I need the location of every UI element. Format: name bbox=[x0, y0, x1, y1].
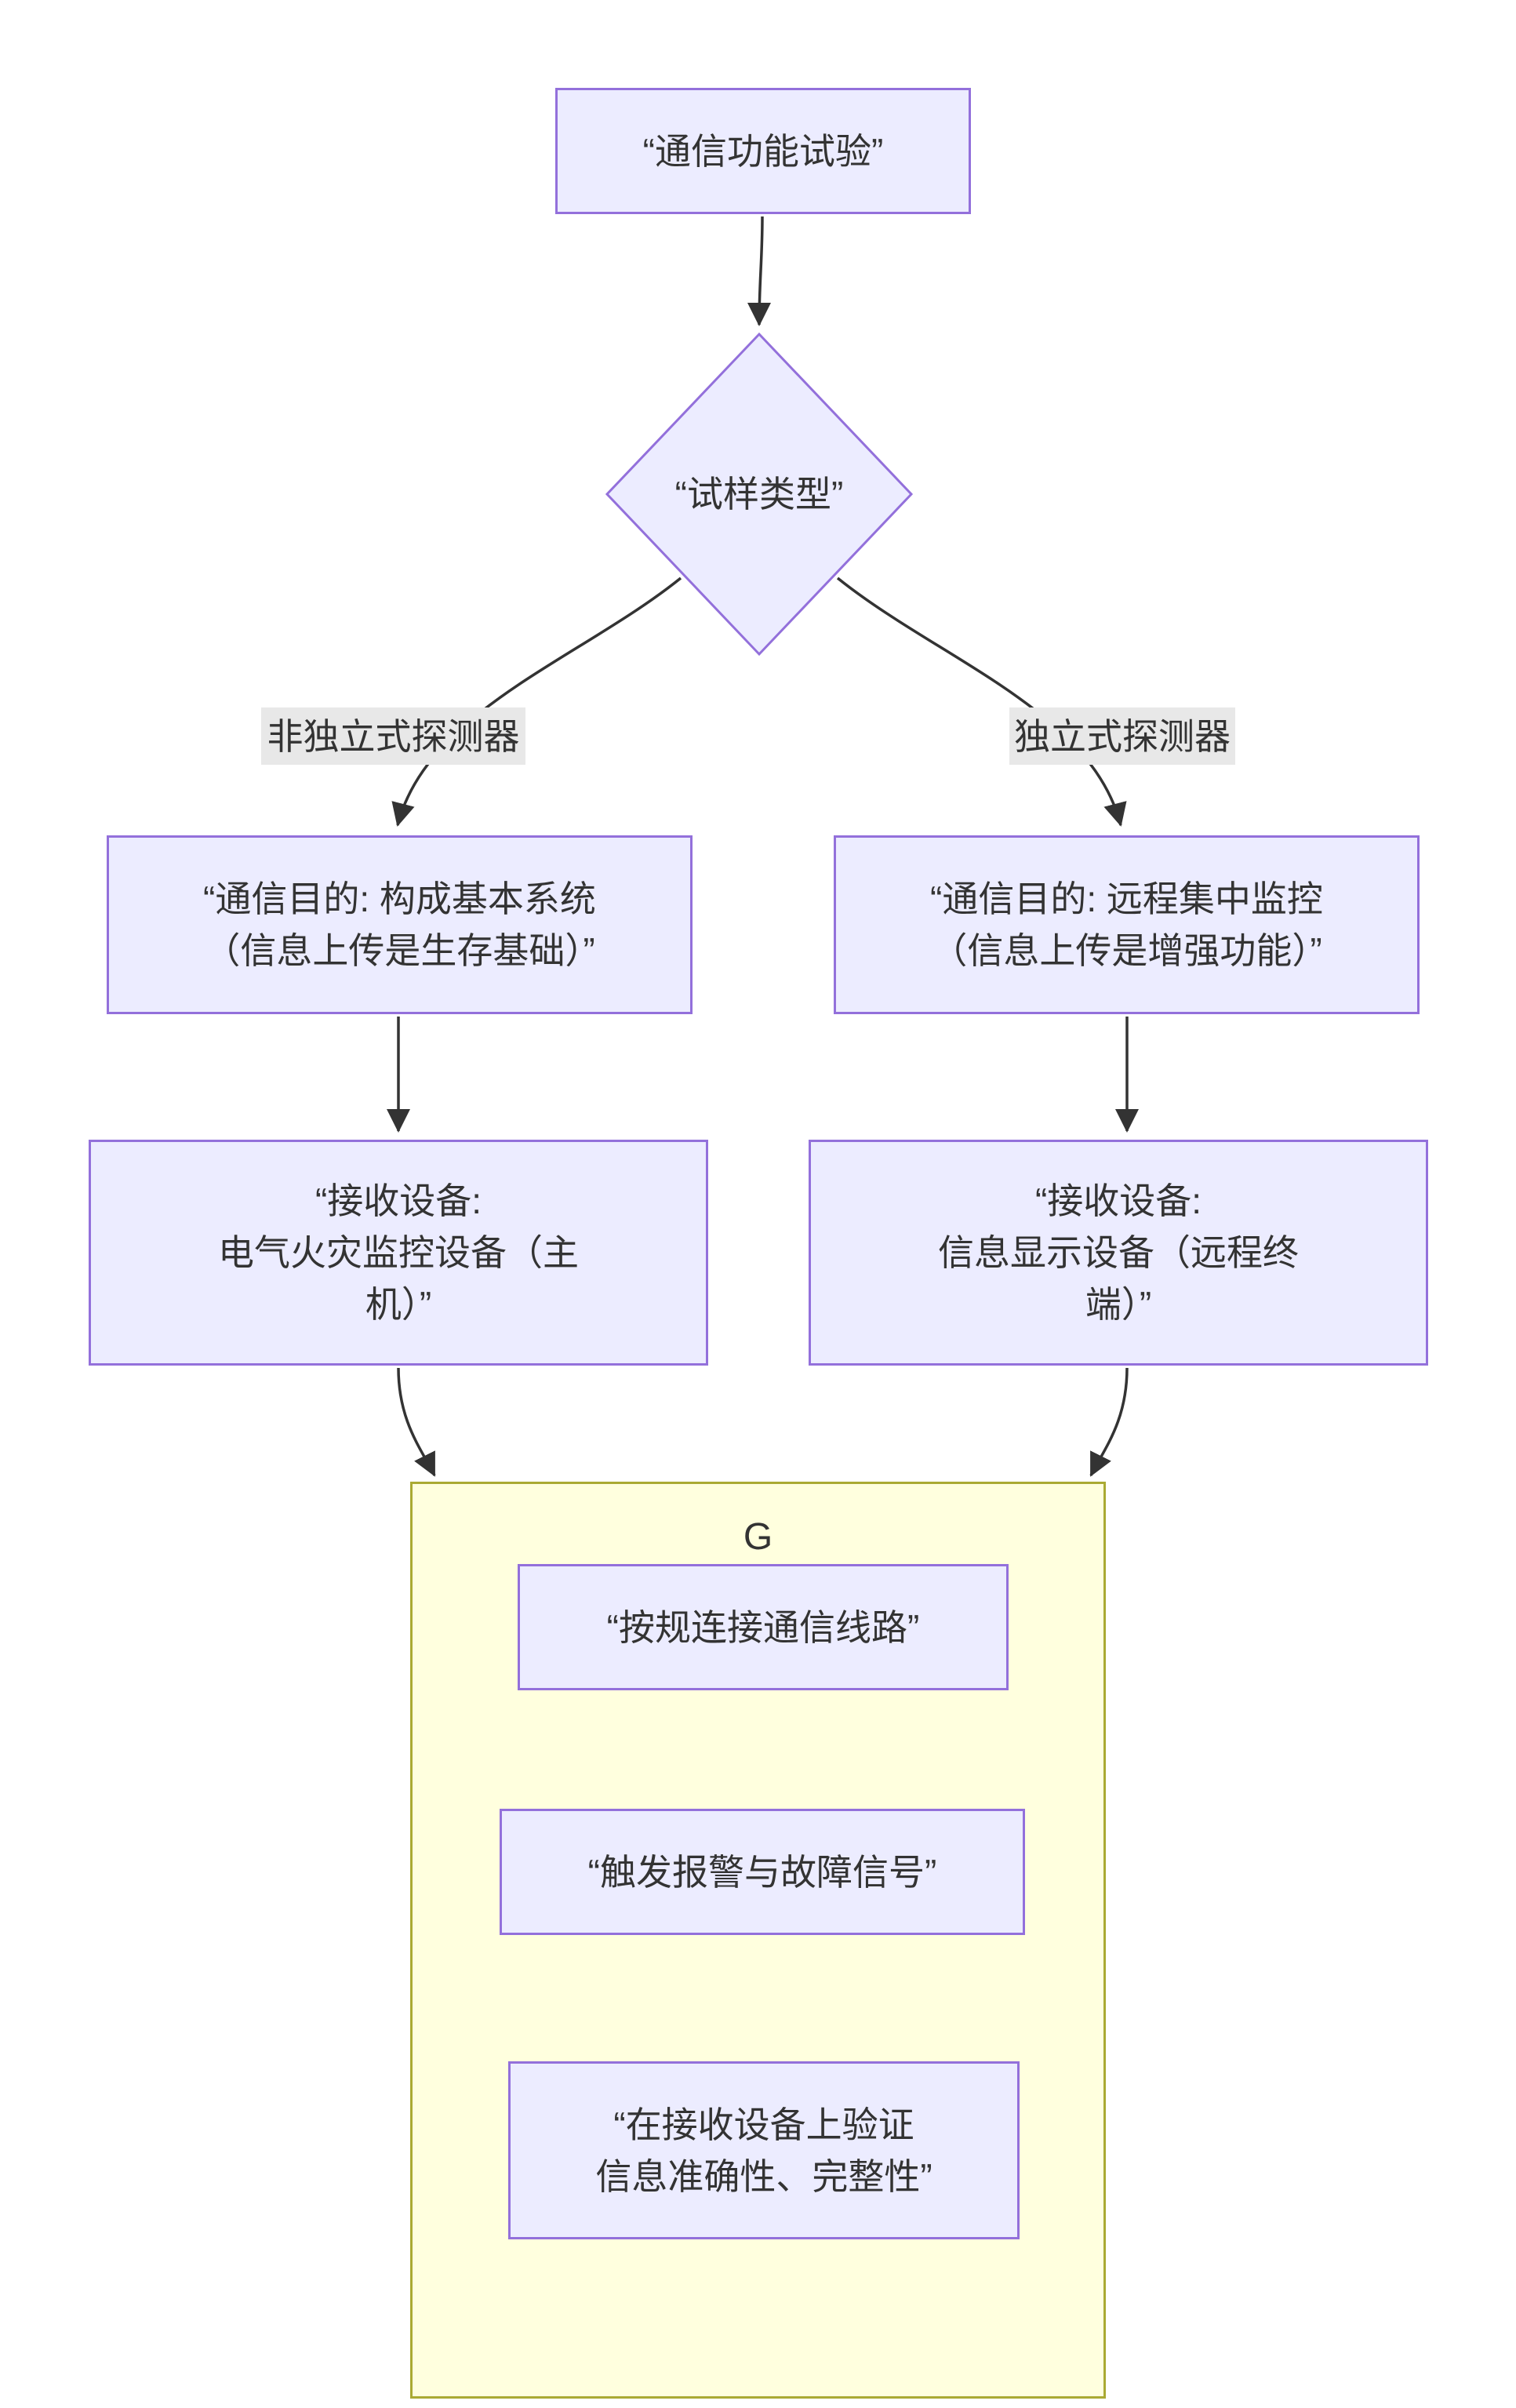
edge-receiver-right-subgraph bbox=[1089, 1367, 1129, 1477]
node-purpose-right-line1: “通信目的: 远程集中监控 bbox=[930, 878, 1323, 919]
node-decision-label: “试样类型” bbox=[674, 474, 844, 515]
edge-decision-purpose-left bbox=[391, 577, 682, 827]
node-step-verify: “在接收设备上验证 信息准确性、完整性” bbox=[508, 2061, 1020, 2239]
node-purpose-left: “通信目的: 构成基本系统 （信息上传是生存基础）” bbox=[107, 835, 693, 1014]
edge-receiver-left-subgraph bbox=[397, 1367, 436, 1477]
node-receiver-right: “接收设备: 信息显示设备（远程终 端）” bbox=[809, 1140, 1428, 1366]
node-step-trigger-label: “触发报警与故障信号” bbox=[587, 1851, 937, 1893]
node-purpose-left-line2: （信息上传是生存基础）” bbox=[204, 930, 595, 971]
node-purpose-left-line1: “通信目的: 构成基本系统 bbox=[203, 878, 596, 919]
node-decision: “试样类型” bbox=[605, 332, 914, 657]
edge-label-right: 独立式探测器 bbox=[1009, 707, 1235, 765]
node-step-verify-line1: “在接收设备上验证 bbox=[613, 2104, 914, 2145]
edge-start-decision bbox=[747, 216, 772, 326]
node-purpose-right-line2: （信息上传是增强功能）” bbox=[931, 930, 1322, 971]
edge-label-right-text: 独立式探测器 bbox=[1014, 715, 1231, 757]
node-receiver-right-line1: “接收设备: bbox=[1034, 1180, 1202, 1221]
decision-diamond-shape bbox=[605, 332, 914, 657]
subgraph-title: G bbox=[743, 1516, 773, 1558]
edge-label-left-text: 非独立式探测器 bbox=[267, 715, 520, 757]
node-receiver-left-line3: 机）” bbox=[365, 1284, 432, 1325]
node-purpose-right: “通信目的: 远程集中监控 （信息上传是增强功能）” bbox=[834, 835, 1420, 1014]
node-step-trigger: “触发报警与故障信号” bbox=[500, 1809, 1025, 1935]
node-receiver-right-line3: 端）” bbox=[1085, 1284, 1152, 1325]
node-step-verify-line2: 信息准确性、完整性” bbox=[595, 2155, 933, 2197]
node-step-connect-label: “按规连接通信线路” bbox=[606, 1606, 920, 1648]
node-receiver-left-line1: “接收设备: bbox=[314, 1180, 482, 1221]
node-receiver-left-line2: 电气火灾监控设备（主 bbox=[218, 1232, 579, 1273]
node-start-label: “通信功能试验” bbox=[642, 130, 884, 172]
node-start: “通信功能试验” bbox=[555, 88, 971, 214]
node-receiver-right-line2: 信息显示设备（远程终 bbox=[938, 1232, 1299, 1273]
edge-label-left: 非独立式探测器 bbox=[261, 707, 525, 765]
node-step-connect: “按规连接通信线路” bbox=[518, 1564, 1009, 1690]
edge-decision-purpose-right bbox=[836, 577, 1127, 827]
node-receiver-left: “接收设备: 电气火灾监控设备（主 机）” bbox=[89, 1140, 708, 1366]
